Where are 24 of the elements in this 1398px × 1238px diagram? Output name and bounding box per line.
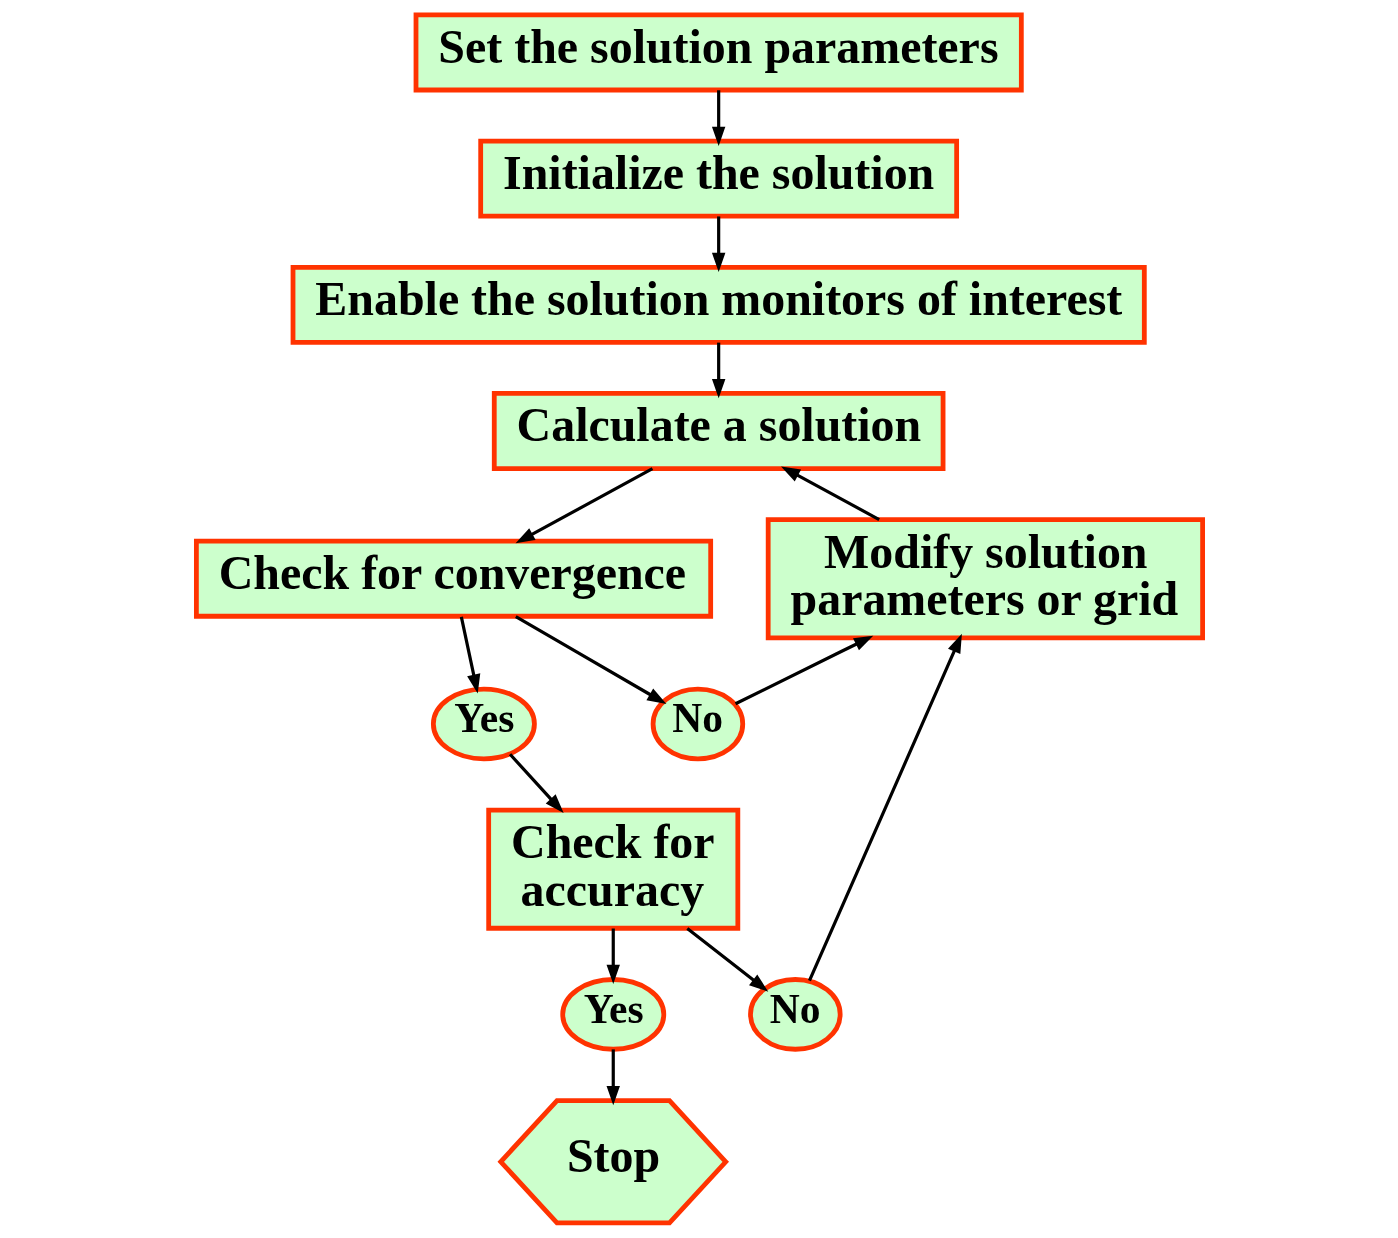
node-box: Calculate a solution	[491, 391, 945, 471]
arrow	[606, 928, 620, 984]
node-box: Set the solution parameters	[413, 12, 1024, 93]
node-box: Initialize the solution	[477, 138, 959, 219]
arrow	[711, 90, 725, 146]
arrow	[508, 753, 564, 814]
node-box: Check for convergence	[193, 538, 713, 619]
arrow	[514, 615, 666, 705]
arrow	[606, 1049, 620, 1106]
node-ellipse: Yes	[559, 977, 666, 1052]
arrow	[734, 635, 873, 706]
arrow	[711, 342, 725, 399]
node-box: Modify solution parameters or grid	[765, 517, 1205, 641]
arrow	[807, 633, 962, 982]
node-ellipse: No	[650, 686, 745, 762]
node-box: Enable the solution monitors of interest	[290, 264, 1147, 345]
arrow	[459, 616, 480, 694]
node-ellipse: No	[747, 977, 843, 1052]
arrow	[685, 927, 768, 992]
node-ellipse: Yes	[430, 686, 537, 762]
node-box: Check for accuracy	[485, 807, 740, 931]
arrow	[711, 216, 725, 273]
arrow	[780, 466, 880, 521]
arrow	[515, 467, 653, 544]
